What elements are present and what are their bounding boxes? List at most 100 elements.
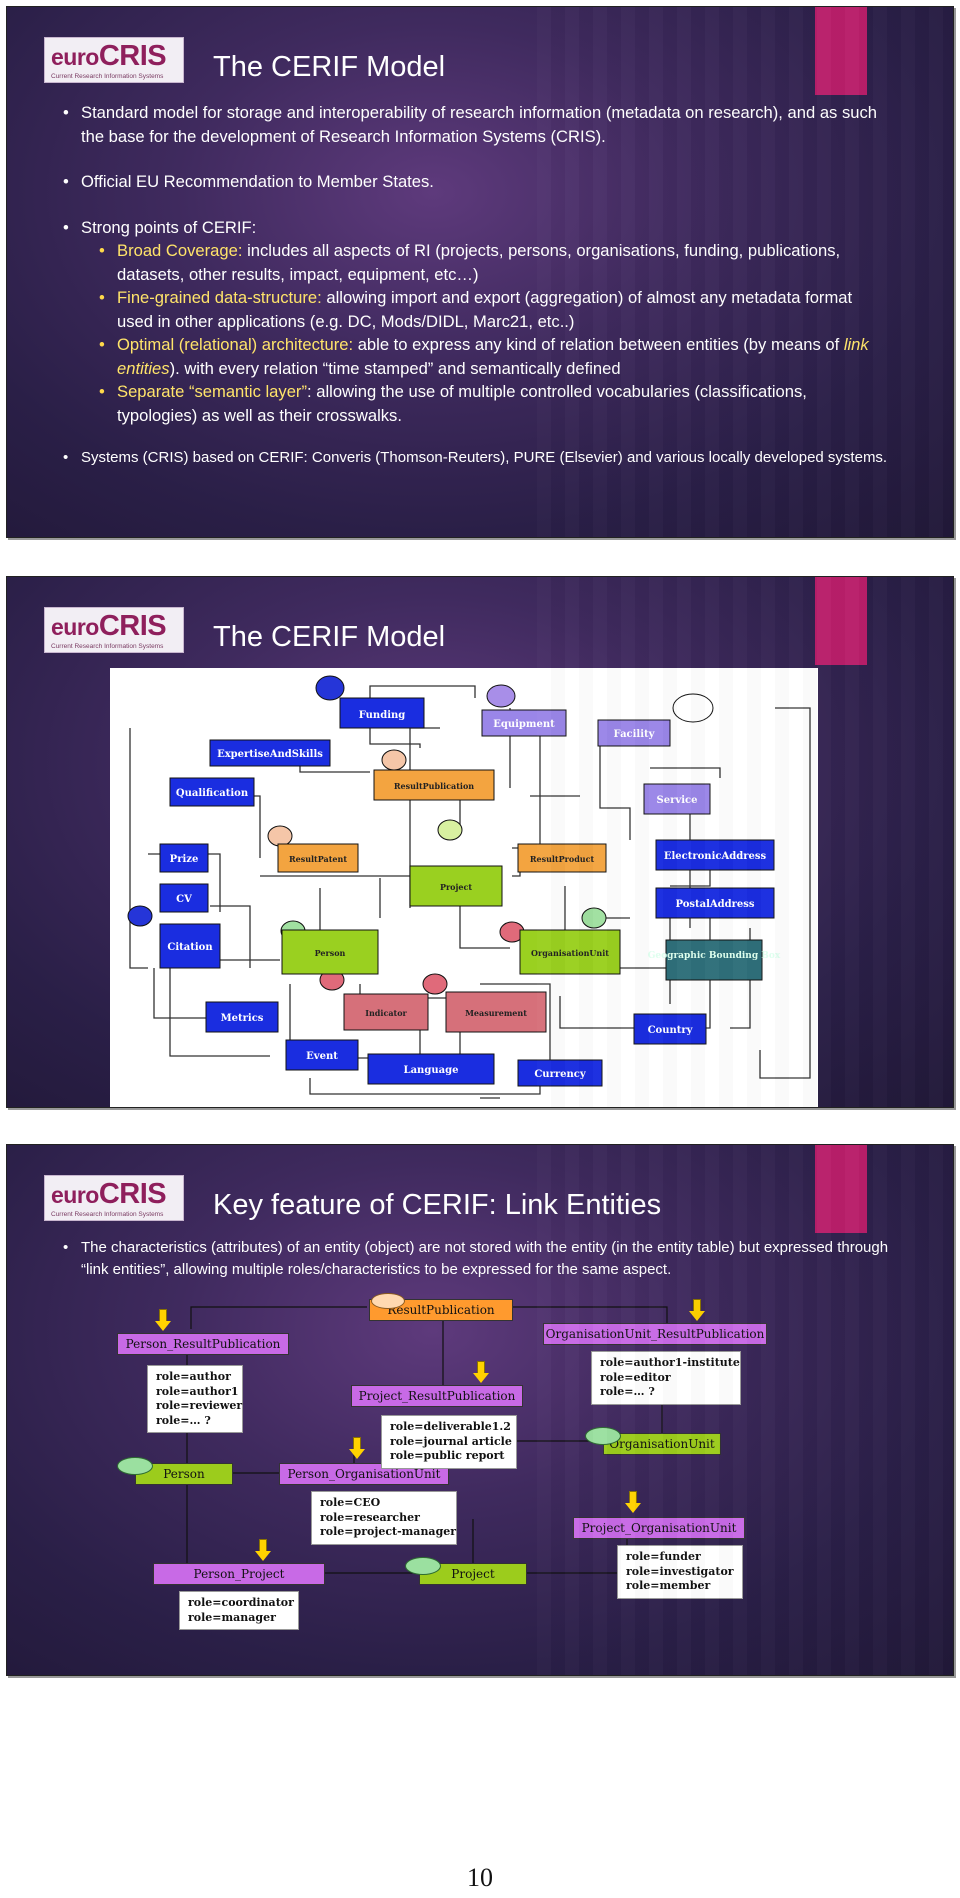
page-number: 10	[467, 1863, 493, 1892]
entity-funding	[339, 697, 425, 729]
eurocris-logo: euroCRIS Current Research Information Sy…	[44, 37, 184, 83]
entity-person-label: Person	[315, 948, 346, 958]
ellipse-markers	[127, 675, 714, 995]
entity-person	[281, 929, 379, 975]
entity-resultpublication	[373, 769, 495, 801]
bullet-item: Official EU Recommendation to Member Sta…	[63, 170, 889, 194]
entity-indicator	[343, 993, 429, 1031]
entity-geobox-label: Geographic Bounding Box	[648, 951, 781, 961]
box-orgunit-resultpublication: OrganisationUnit_ResultPublication	[543, 1323, 767, 1345]
entity-orgunit-label: OrganisationUnit	[531, 948, 609, 958]
entity-qualification-label: Qualification	[176, 788, 249, 799]
arrow-icon	[349, 1437, 365, 1459]
entity-facility-label: Facility	[614, 729, 656, 740]
accent-bar	[815, 7, 867, 95]
slide-title: Key feature of CERIF: Link Entities	[213, 1189, 662, 1221]
entity-resultpublication-label: ResultPublication	[394, 781, 474, 791]
arrow-icon	[689, 1299, 705, 1321]
entity-electronicaddress	[655, 839, 775, 871]
entity-citation	[159, 923, 221, 969]
entity-postaladdress	[655, 887, 775, 919]
entity-funding-label: Funding	[359, 710, 406, 721]
entity-orgunit	[519, 929, 621, 975]
entity-electronicaddress-label: ElectronicAddress	[664, 851, 767, 862]
entity-geobox	[665, 939, 763, 981]
slide-title: The CERIF Model	[213, 621, 446, 653]
bullet-item: The characteristics (attributes) of an e…	[63, 1237, 889, 1281]
box-person-resultpublication: Person_ResultPublication	[117, 1333, 289, 1355]
sub-bullet-broad-coverage: Broad Coverage: includes all aspects of …	[99, 239, 889, 286]
entity-cv-label: CV	[176, 894, 192, 905]
entity-marker-orgunit	[585, 1427, 621, 1445]
entity-service	[643, 783, 711, 815]
arrow-icon	[473, 1361, 489, 1383]
box-project: Project	[419, 1563, 527, 1585]
entity-metrics	[205, 1001, 279, 1033]
entity-language	[367, 1053, 495, 1085]
entity-currency-label: Currency	[534, 1069, 586, 1080]
sub-bullet-fine-grained: Fine-grained data-structure: allowing im…	[99, 286, 889, 333]
entity-language-label: Language	[404, 1065, 459, 1076]
entity-equipment-label: Equipment	[493, 719, 555, 730]
box-resultpublication: ResultPublication	[369, 1299, 513, 1321]
box-person-project: Person_Project	[153, 1563, 325, 1585]
bullet-item: Standard model for storage and interoper…	[63, 101, 889, 148]
entity-event-label: Event	[306, 1051, 338, 1062]
bullet-list: Standard model for storage and interoper…	[63, 101, 889, 468]
entity-expertise-label: ExpertiseAndSkills	[217, 749, 323, 760]
entity-resultproduct	[517, 843, 607, 873]
cerif-entity-diagram: Funding Equipment Facility ExpertiseAndS…	[110, 668, 818, 1107]
entity-cv	[159, 883, 209, 913]
entity-project	[409, 865, 503, 907]
arrow-icon	[155, 1309, 171, 1331]
entity-boxes: Funding Equipment Facility ExpertiseAndS…	[159, 697, 781, 1087]
slide-cerif-model-text: euroCRIS Current Research Information Sy…	[6, 6, 954, 538]
entity-country-label: Country	[648, 1025, 694, 1036]
entity-expertise	[209, 739, 331, 767]
slide-link-entities: euroCRIS Current Research Information Sy…	[6, 1144, 954, 1676]
entity-facility	[597, 719, 671, 747]
eurocris-logo: euroCRIS Current Research Information Sy…	[44, 1175, 184, 1221]
bullet-item: Strong points of CERIF:	[63, 216, 889, 240]
accent-bar	[815, 1145, 867, 1233]
entity-project-label: Project	[440, 882, 472, 892]
entity-marker-resultpublication	[371, 1293, 405, 1309]
sub-bullet-semantic-layer: Separate “semantic layer”: allowing the …	[99, 380, 889, 427]
entity-citation-label: Citation	[167, 942, 213, 953]
entity-indicator-label: Indicator	[365, 1008, 407, 1018]
entity-resultproduct-label: ResultProduct	[530, 854, 595, 864]
entity-qualification	[169, 777, 255, 807]
box-person: Person	[135, 1463, 233, 1485]
entity-currency	[517, 1059, 603, 1087]
entity-event	[285, 1039, 359, 1071]
entity-relationship-svg: Funding Equipment Facility ExpertiseAndS…	[127, 675, 811, 1099]
entity-service-label: Service	[657, 795, 698, 806]
entity-resultpatent	[277, 843, 359, 873]
box-person-orgunit: Person_OrganisationUnit	[279, 1463, 449, 1485]
entity-equipment	[481, 709, 567, 737]
slide-title: The CERIF Model	[213, 51, 446, 83]
entity-marker-project	[405, 1557, 441, 1575]
box-orgunit: OrganisationUnit	[603, 1433, 721, 1455]
slide-cerif-model-diagram: euroCRIS Current Research Information Sy…	[6, 576, 954, 1108]
entity-measurement-label: Measurement	[465, 1008, 527, 1018]
arrow-icon	[625, 1491, 641, 1513]
accent-bar	[815, 577, 867, 665]
box-project-orgunit: Project_OrganisationUnit	[573, 1517, 745, 1539]
entity-marker-person	[117, 1457, 153, 1475]
box-project-resultpublication: Project_ResultPublication	[351, 1385, 523, 1407]
entity-metrics-label: Metrics	[221, 1013, 264, 1024]
entity-postaladdress-label: PostalAddress	[675, 899, 754, 910]
sub-bullet-relational: Optimal (relational) architecture: able …	[99, 333, 889, 380]
entity-prize-label: Prize	[170, 854, 199, 865]
entity-prize	[159, 843, 209, 873]
bullet-item: Systems (CRIS) based on CERIF: Converis …	[63, 447, 889, 468]
eurocris-logo: euroCRIS Current Research Information Sy…	[44, 607, 184, 653]
entity-resultpatent-label: ResultPatent	[289, 854, 347, 864]
bullet-list: The characteristics (attributes) of an e…	[63, 1237, 889, 1281]
